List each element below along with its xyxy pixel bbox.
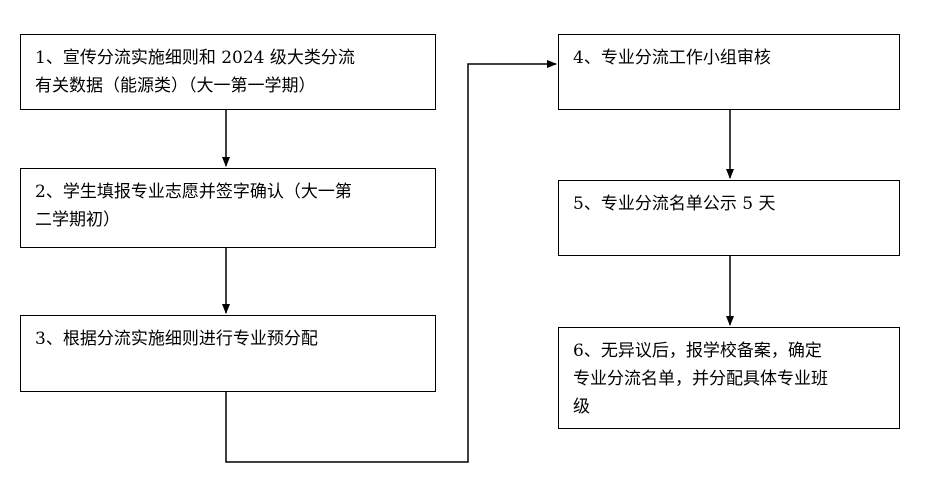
- step-text-2: 2、学生填报专业志愿并签字确认（大一第 二学期初）: [35, 182, 352, 230]
- step-text-1: 1、宣传分流实施细则和 2024 级大类分流 有关数据（能源类）（大一第一学期）: [35, 48, 355, 96]
- step-box-2: 2、学生填报专业志愿并签字确认（大一第 二学期初）: [20, 168, 436, 248]
- step-box-3: 3、根据分流实施细则进行专业预分配: [20, 315, 436, 392]
- step-text-5: 5、专业分流名单公示 5 天: [573, 194, 776, 214]
- arrow-step3-to-step4: [225, 60, 557, 463]
- step-text-6: 6、无异议后，报学校备案，确定 专业分流名单，并分配具体专业班 级: [573, 341, 828, 417]
- step-text-4: 4、专业分流工作小组审核: [573, 48, 771, 68]
- step-box-5: 5、专业分流名单公示 5 天: [558, 180, 900, 256]
- step-box-1: 1、宣传分流实施细则和 2024 级大类分流 有关数据（能源类）（大一第一学期）: [20, 34, 436, 110]
- step-text-3: 3、根据分流实施细则进行专业预分配: [35, 329, 318, 349]
- step-box-4: 4、专业分流工作小组审核: [558, 34, 900, 110]
- step-box-6: 6、无异议后，报学校备案，确定 专业分流名单，并分配具体专业班 级: [558, 327, 900, 429]
